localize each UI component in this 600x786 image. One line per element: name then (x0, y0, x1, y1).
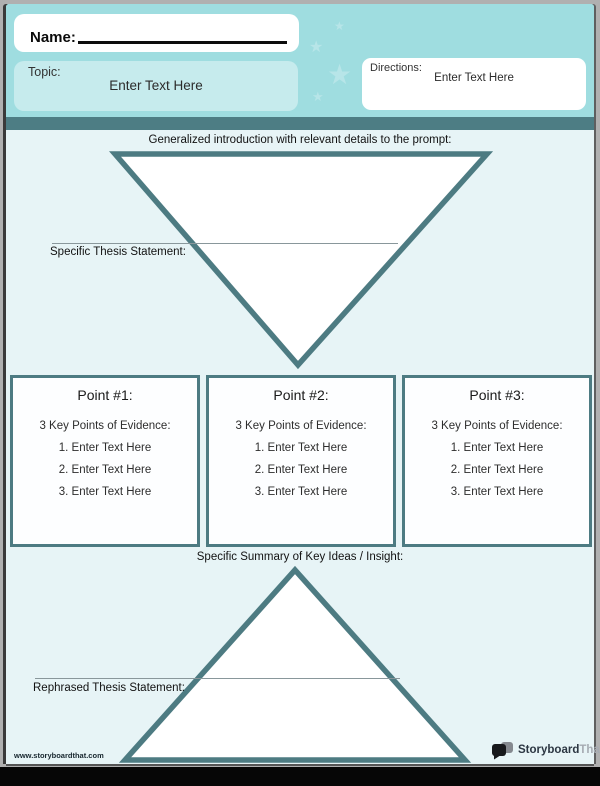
star-icon: ★ (334, 19, 345, 33)
evidence-item[interactable]: 3. Enter Text Here (254, 486, 348, 498)
topic-label: Topic: (28, 65, 61, 79)
evidence-label: 3 Key Points of Evidence: (431, 420, 563, 432)
point-2-box[interactable]: Point #2: 3 Key Points of Evidence: 1. E… (206, 375, 396, 547)
speech-bubbles-icon (492, 742, 513, 760)
summary-label: Specific Summary of Key Ideas / Insight: (196, 551, 404, 563)
brand-text: StoryboardThat (518, 743, 600, 757)
intro-funnel-area[interactable] (109, 148, 493, 371)
point-3-box[interactable]: Point #3: 3 Key Points of Evidence: 1. E… (402, 375, 592, 547)
directions-field-box[interactable]: Directions: Enter Text Here (362, 58, 586, 110)
evidence-label: 3 Key Points of Evidence: (39, 420, 171, 432)
evidence-item[interactable]: 3. Enter Text Here (58, 486, 152, 498)
intro-prompt-label: Generalized introduction with relevant d… (148, 134, 452, 146)
evidence-item[interactable]: 2. Enter Text Here (254, 464, 348, 476)
evidence-item[interactable]: 1. Enter Text Here (254, 442, 348, 454)
name-label: Name: (30, 29, 76, 46)
star-icon: ★ (327, 59, 353, 90)
evidence-item[interactable]: 1. Enter Text Here (450, 442, 544, 454)
brand-secondary: That (579, 743, 600, 756)
point-title: Point #1: (77, 387, 133, 403)
name-field-box[interactable]: Name: (14, 14, 299, 52)
star-icon: ★ (309, 39, 324, 56)
thesis-write-line[interactable] (52, 243, 398, 244)
topic-field-box[interactable]: Topic: Enter Text Here (14, 61, 298, 111)
upright-triangle-shape[interactable] (119, 565, 472, 763)
conclusion-funnel-area[interactable] (119, 564, 479, 766)
rephrased-thesis-label: Rephrased Thesis Statement: (33, 682, 185, 694)
thesis-statement-label: Specific Thesis Statement: (50, 246, 186, 258)
worksheet-header: Name: Topic: Enter Text Here ★ ★ ★ ★ Dir… (6, 4, 594, 117)
evidence-item[interactable]: 1. Enter Text Here (58, 442, 152, 454)
topic-value-text[interactable]: Enter Text Here (109, 78, 203, 93)
star-icon: ★ (312, 89, 324, 104)
footer-url: www.storyboardthat.com (14, 751, 104, 760)
point-title: Point #2: (273, 387, 329, 403)
storyboardthat-logo[interactable]: StoryboardThat (492, 741, 600, 760)
name-write-line[interactable] (77, 41, 287, 44)
directions-value-text[interactable]: Enter Text Here (434, 72, 514, 84)
evidence-item[interactable]: 3. Enter Text Here (450, 486, 544, 498)
rephrased-write-line[interactable] (35, 678, 400, 679)
bottom-black-bar (0, 767, 600, 786)
header-divider-band (6, 117, 594, 130)
evidence-item[interactable]: 2. Enter Text Here (450, 464, 544, 476)
evidence-item[interactable]: 2. Enter Text Here (58, 464, 152, 476)
evidence-label: 3 Key Points of Evidence: (235, 420, 367, 432)
point-title: Point #3: (469, 387, 525, 403)
worksheet-page: Name: Topic: Enter Text Here ★ ★ ★ ★ Dir… (6, 4, 600, 766)
directions-label: Directions: (370, 62, 422, 74)
point-1-box[interactable]: Point #1: 3 Key Points of Evidence: 1. E… (10, 375, 200, 547)
inverted-triangle-shape[interactable] (109, 151, 493, 370)
brand-primary: Storyboard (518, 743, 580, 756)
